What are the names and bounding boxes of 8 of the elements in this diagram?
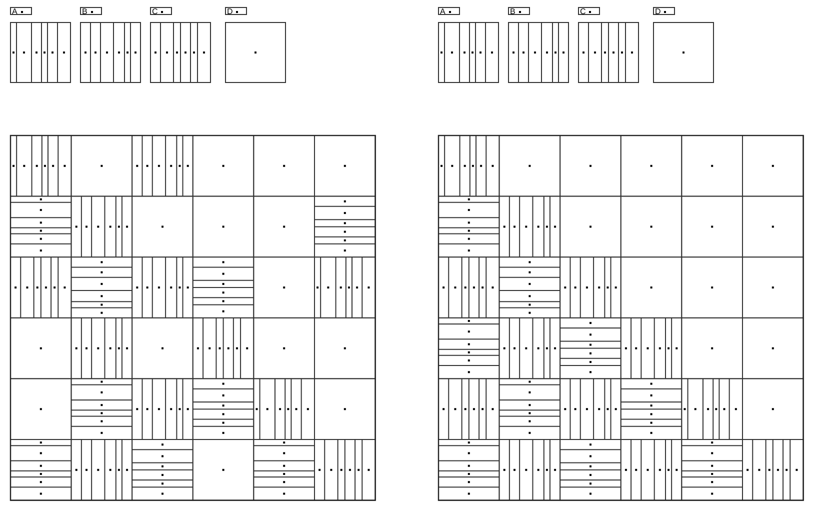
tile-label: A: [438, 7, 460, 15]
tile-label: D: [225, 7, 247, 15]
tile-label: B: [508, 7, 530, 15]
tile-label: C: [578, 7, 600, 15]
tile-label: C: [150, 7, 172, 15]
tile-label: D: [653, 7, 675, 15]
tile-label: B: [80, 7, 102, 15]
tile-label: A: [10, 7, 32, 15]
